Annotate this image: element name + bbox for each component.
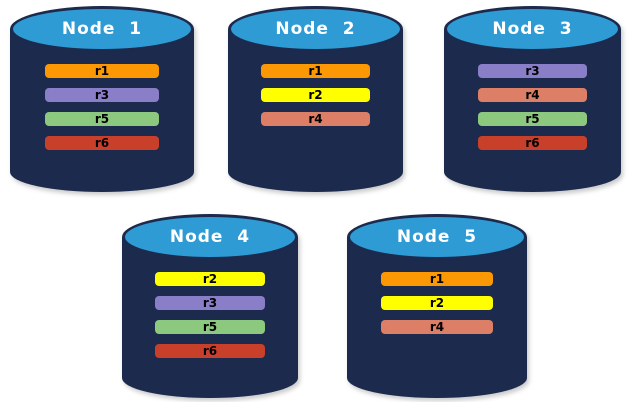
replica-list: r3 r4 r5 r6 — [444, 64, 621, 150]
replica-bar: r6 — [44, 136, 160, 150]
replica-bar: r3 — [155, 296, 265, 310]
replica-bar: r2 — [381, 296, 493, 310]
node-title: Node 2 — [275, 18, 356, 39]
cylinder-top: Node 1 — [10, 6, 194, 52]
cylinder-body — [228, 29, 403, 192]
replica-bar: r1 — [44, 64, 160, 78]
replica-bar: r2 — [155, 272, 265, 286]
replica-bar: r6 — [155, 344, 265, 358]
cylinder-body — [122, 237, 298, 398]
cylinder-top: Node 5 — [347, 214, 527, 260]
replica-bar: r5 — [477, 112, 588, 126]
node-1-cylinder: Node 1 r1 r3 r5 r6 — [10, 6, 194, 192]
replica-bar: r4 — [381, 320, 493, 334]
node-2-cylinder: Node 2 r1 r2 r4 — [228, 6, 403, 192]
cylinder-top: Node 2 — [228, 6, 403, 52]
cylinder-body — [444, 29, 621, 192]
cylinder-body — [347, 237, 527, 398]
replica-bar: r6 — [477, 136, 588, 150]
node-title: Node 3 — [492, 18, 573, 39]
replica-bar: r3 — [477, 64, 588, 78]
cylinder-top: Node 3 — [444, 6, 621, 52]
replica-list: r1 r2 r4 — [228, 64, 403, 126]
node-title: Node 1 — [61, 18, 143, 39]
replica-bar: r4 — [261, 112, 370, 126]
node-3-cylinder: Node 3 r3 r4 r5 r6 — [444, 6, 621, 192]
replica-bar: r4 — [477, 88, 588, 102]
replica-bar: r5 — [44, 112, 160, 126]
replica-bar: r2 — [261, 88, 370, 102]
replica-bar: r1 — [261, 64, 370, 78]
replica-bar: r5 — [155, 320, 265, 334]
node-4-cylinder: Node 4 r2 r3 r5 r6 — [122, 214, 298, 398]
replica-bar: r3 — [44, 88, 160, 102]
cylinder-body — [10, 29, 194, 192]
node-title: Node 4 — [169, 226, 251, 247]
cylinder-top: Node 4 — [122, 214, 298, 260]
replica-bar: r1 — [381, 272, 493, 286]
replica-list: r1 r3 r5 r6 — [10, 64, 194, 150]
replica-list: r1 r2 r4 — [347, 272, 527, 334]
replica-list: r2 r3 r5 r6 — [122, 272, 298, 358]
node-5-cylinder: Node 5 r1 r2 r4 — [347, 214, 527, 398]
node-title: Node 5 — [396, 226, 478, 247]
